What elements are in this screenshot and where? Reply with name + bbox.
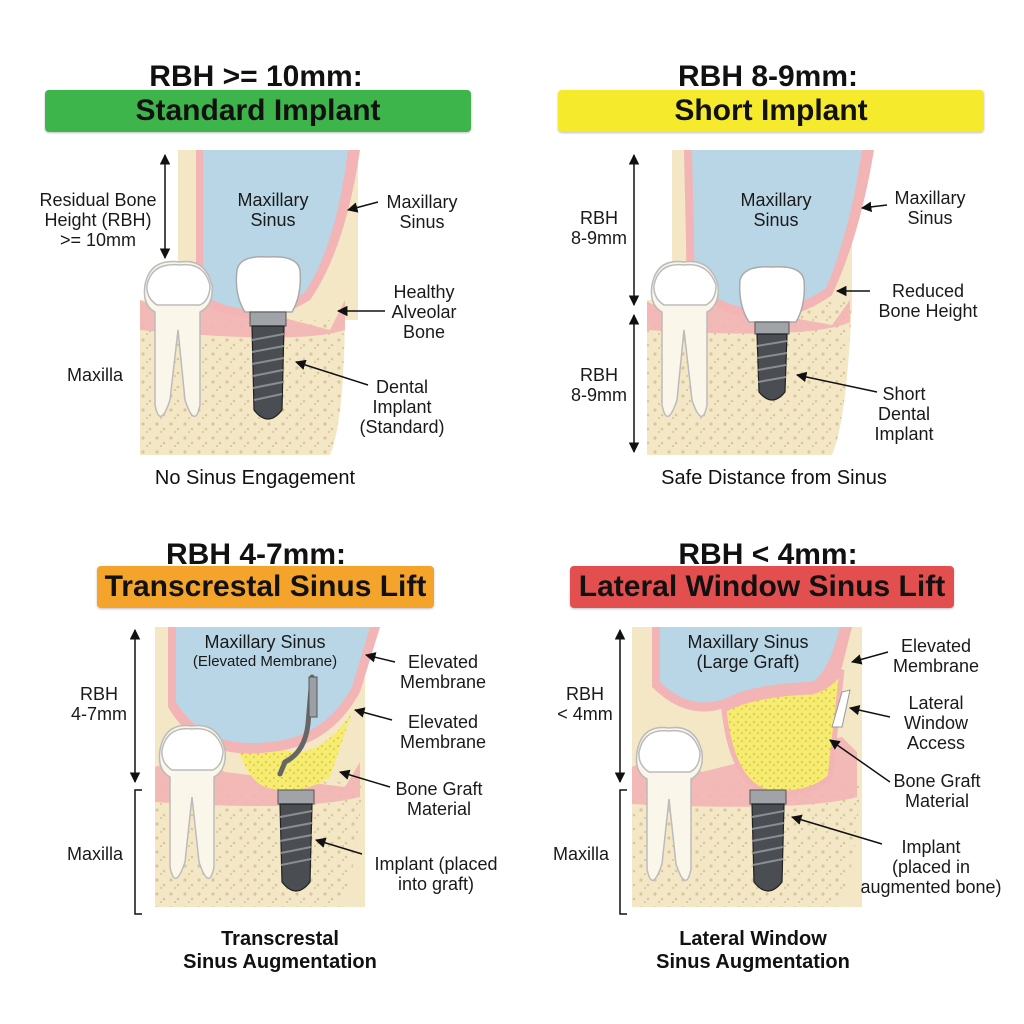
maxilla-label: Maxilla (538, 844, 624, 864)
elevated-membrane-label-1: Elevated Membrane (388, 652, 498, 692)
rbh-bottom-label: RBH 8-9mm (562, 365, 636, 405)
rbh-top-label: RBH 8-9mm (562, 208, 636, 248)
panel-2-title: RBH 8-9mm: (512, 60, 1024, 94)
rbh-label: RBH < 4mm (548, 684, 622, 724)
panel-1-title: RBH >= 10mm: (0, 60, 512, 94)
implant-crown (236, 257, 300, 312)
panel-standard-implant: RBH >= 10mm: Standard Implant Residual B… (0, 0, 512, 512)
implant-label: Implant (placed in augmented bone) (850, 837, 1012, 897)
panel-short-implant: RBH 8-9mm: Short Implant RBH 8-9mm RBH 8… (512, 0, 1024, 512)
sinus-inner-label: Maxillary Sinus (716, 190, 836, 230)
sinus-inner-label: Maxillary Sinus (185, 632, 345, 652)
panel-1-footer: No Sinus Engagement (130, 467, 380, 490)
lateral-window-label: Lateral Window Access (888, 693, 984, 753)
panel-3-banner: Transcrestal Sinus Lift (97, 566, 434, 608)
short-implant-label: Short Dental Implant (858, 384, 950, 444)
sinus-right-label: Maxillary Sinus (880, 188, 980, 228)
maxilla-label: Maxilla (52, 844, 138, 864)
sinus-inner-label: Maxillary Sinus (213, 190, 333, 230)
panel-4-footer: Lateral Window Sinus Augmentation (622, 928, 884, 974)
bone-graft-label: Bone Graft Material (384, 779, 494, 819)
panel-1-banner: Standard Implant (45, 90, 471, 132)
implant-label: Dental Implant (Standard) (350, 377, 454, 437)
sinus-right-label: Maxillary Sinus (372, 192, 472, 232)
rbh-label: Residual Bone Height (RBH) >= 10mm (30, 190, 166, 250)
implant-label: Implant (placed into graft) (360, 854, 512, 894)
implant-crown (740, 267, 805, 322)
healthy-bone-label: Healthy Alveolar Bone (376, 282, 472, 342)
elevated-membrane-label: Elevated Membrane (886, 636, 986, 676)
panel-4-banner: Lateral Window Sinus Lift (570, 566, 954, 608)
panel-2-banner: Short Implant (558, 90, 984, 132)
bone-graft-label: Bone Graft Material (882, 771, 992, 811)
panel-transcrestal-sinus-lift: RBH 4-7mm: Transcrestal Sinus Lift RBH 4… (0, 512, 512, 1024)
rbh-label: RBH 4-7mm (62, 684, 136, 724)
reduced-bone-label: Reduced Bone Height (868, 281, 988, 321)
elevated-membrane-label-2: Elevated Membrane (388, 712, 498, 752)
sinus-inner-sublabel: (Elevated Membrane) (180, 653, 350, 670)
panel-3-footer: Transcrestal Sinus Augmentation (150, 928, 410, 974)
panel-lateral-window-sinus-lift: RBH < 4mm: Lateral Window Sinus Lift RBH… (512, 512, 1024, 1024)
sinus-inner-label: Maxillary Sinus (Large Graft) (668, 632, 828, 672)
maxilla-label: Maxilla (52, 365, 138, 385)
panel-2-footer: Safe Distance from Sinus (632, 467, 916, 490)
